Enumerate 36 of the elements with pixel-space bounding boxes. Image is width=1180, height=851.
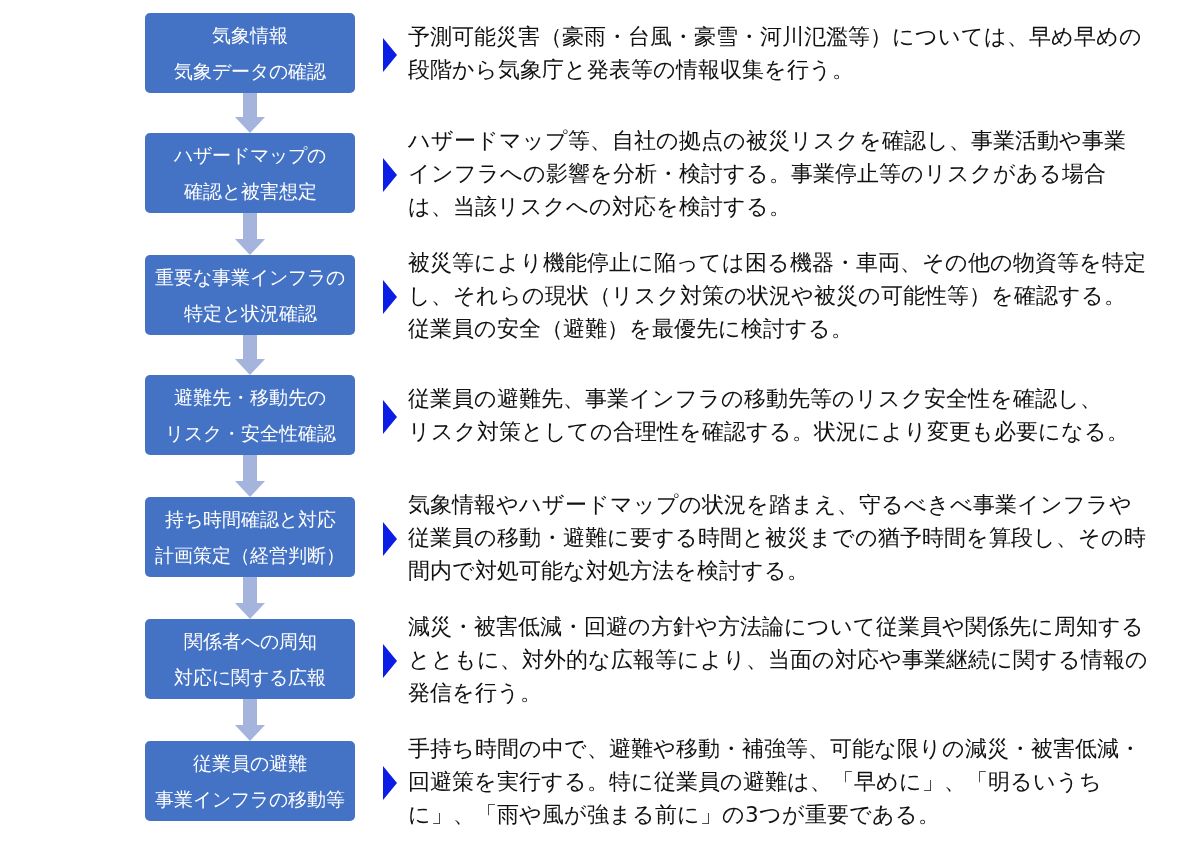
box-text: 重要な事業インフラの — [155, 265, 345, 289]
process-box — [145, 619, 355, 699]
block-arrow — [235, 213, 265, 255]
box-text: 確認と被害想定 — [183, 179, 317, 203]
block-arrow — [235, 455, 265, 497]
box-text: 計画策定（経営判断） — [155, 543, 345, 567]
description-text: 減災・被害低減・回避の方針や方法論について従業員や関係先に周知するとともに、対外的な広報等により、当面の対応や事業継続に関する情報の発信を行う。 — [408, 612, 1148, 707]
box-text: 特定と状況確認 — [183, 301, 317, 325]
box-text: ハザードマップの — [174, 143, 326, 167]
box-text: 避難先・移動先の — [174, 385, 326, 409]
box-text: 対応に関する広報 — [174, 665, 326, 689]
box-text: 気象データの確認 — [174, 59, 326, 83]
description-text: 手持ち時間の中で、避難や移動・補強等、可能な限りの減災・被害低減・回避策を実行する。特に従業員の避難は、「早めに」、「明るいうちに」、「雨や風が強まる前に」の3つが重要である。 — [408, 734, 1142, 829]
process-box — [145, 741, 355, 821]
block-arrow — [235, 93, 265, 133]
block-arrow — [235, 699, 265, 741]
process-box — [145, 133, 355, 213]
process-box — [145, 13, 355, 93]
description-text: 従業員の避難先、事業インフラの移動先等のリスク安全性を確認し、 — [408, 385, 1103, 413]
box-text: 事業インフラの移動等 — [155, 787, 345, 811]
description-text: リスク対策としての合理性を確認する。状況により変更も必要になる。 — [408, 418, 1130, 446]
description-text: ハザードマップ等、自社の拠点の被災リスクを確認し、事業活動や事業インフラへの影響を分析・検討する。事業停止等のリスクがある場合は、当該リスクへの対応を検討する。 — [408, 126, 1127, 221]
process-box — [145, 375, 355, 455]
box-text: 従業員の避難 — [193, 751, 307, 775]
description-text: 予測可能災害（豪雨・台風・豪雪・河川氾濫等）については、早め早めの段階から気象庁と発表等の情報収集を行う。 — [408, 23, 1143, 84]
box-text: リスク・安全性確認 — [164, 421, 336, 445]
block-arrow — [235, 335, 265, 375]
process-box — [145, 255, 355, 335]
box-text: 持ち時間確認と対応 — [164, 507, 336, 531]
description-text: 従業員の安全（避難）を最優先に検討する。 — [408, 314, 854, 343]
process-box — [145, 497, 355, 577]
description-text: 被災等により機能停止に陥っては困る機器・車両、その他の物資等を特定し、それらの現状（リスク対策の状況や被災の可能性等）を確認する。 — [408, 248, 1147, 310]
box-text: 気象情報 — [212, 23, 288, 47]
box-text: 関係者への周知 — [183, 629, 317, 653]
block-arrow — [235, 577, 265, 619]
description-text: 気象情報やハザードマップの状況を踏まえ、守るべきべ事業インフラや従業員の移動・避難に要する時間と被災までの猶予時間を算段し、その時間内で対処可能な対処方法を検討する。 — [408, 490, 1147, 585]
